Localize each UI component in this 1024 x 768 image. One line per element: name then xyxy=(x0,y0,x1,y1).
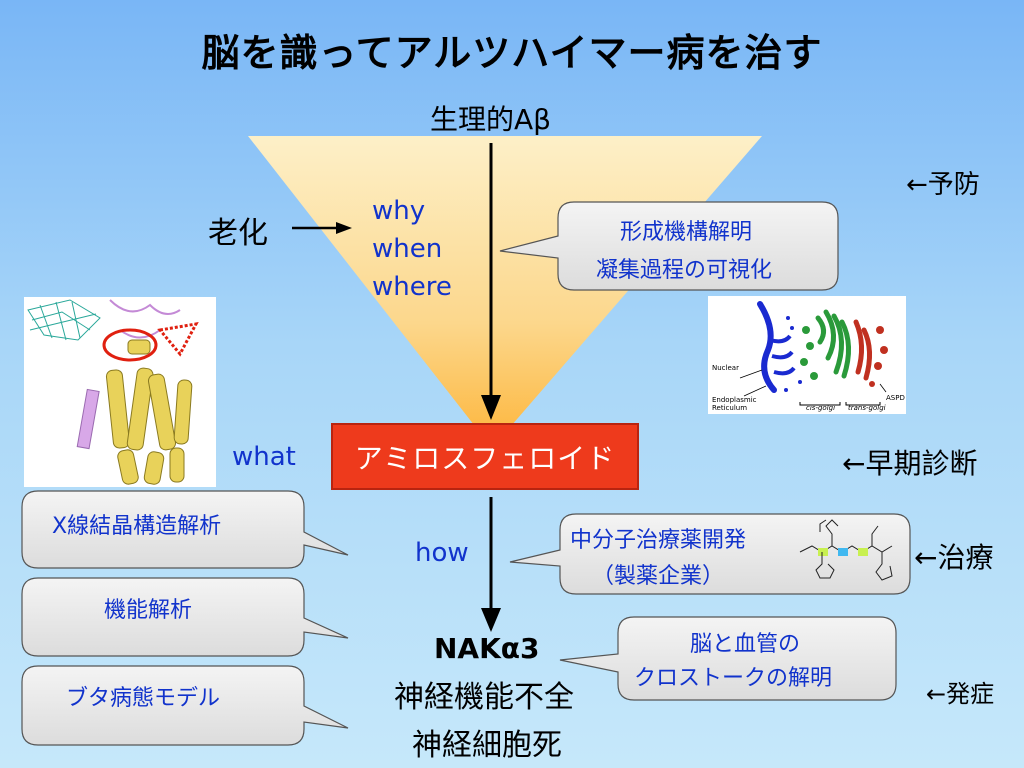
how-label: how xyxy=(415,538,469,568)
cell-label-aspd: ASPD xyxy=(886,394,905,402)
question-why: why xyxy=(372,196,426,226)
callout-pig-shape xyxy=(21,665,349,746)
aging-label: 老化 xyxy=(208,216,268,251)
callout-function-shape xyxy=(21,577,349,657)
cell-label-er: Endoplasmic Reticulum xyxy=(712,396,757,412)
callout-xray-text: X線結晶構造解析 xyxy=(52,514,222,539)
aging-arrow-head xyxy=(336,222,352,234)
callout-xray-shape xyxy=(21,490,349,569)
arrow-top-head xyxy=(481,395,501,420)
cell-label-trans-golgi: trans-golgi xyxy=(848,404,886,412)
callout-mechanism-line2: 凝集過程の可視化 xyxy=(596,258,773,283)
page-title: 脳を識ってアルツハイマー病を治す xyxy=(201,31,823,75)
callout-mechanism-line1: 形成機構解明 xyxy=(620,220,753,245)
callout-crosstalk-line2: クロストークの解明 xyxy=(634,666,833,691)
callout-crosstalk-line1: 脳と血管の xyxy=(690,632,801,657)
callout-crosstalk-shape xyxy=(559,616,897,701)
nak-alpha3-label: NAKα3 xyxy=(434,632,540,665)
callout-function-text: 機能解析 xyxy=(104,598,193,623)
callout-drug-line1: 中分子治療薬開発 xyxy=(570,528,747,553)
prevention-label: ←予防 xyxy=(906,170,980,200)
callout-drug-shape xyxy=(509,513,911,595)
question-when: when xyxy=(372,234,443,264)
neuronal-death-label: 神経細胞死 xyxy=(412,728,562,763)
funnel-triangle xyxy=(248,136,762,448)
cell-label-nuclear: Nuclear xyxy=(712,364,739,372)
callout-mechanism-shape xyxy=(499,201,839,291)
arrow-bottom-head xyxy=(481,608,501,632)
cell-label-cis-golgi: cis-golgi xyxy=(806,404,836,412)
amylospheroid-box: アミロスフェロイド xyxy=(331,423,639,490)
question-where: where xyxy=(372,272,452,302)
onset-label: ←発症 xyxy=(926,680,995,708)
early-diagnosis-label: ←早期診断 xyxy=(842,447,978,480)
cell-diagram-image xyxy=(708,296,906,414)
peptide-structure-icon xyxy=(799,519,893,581)
treatment-label: ←治療 xyxy=(914,541,994,574)
physiological-abeta-label: 生理的Aβ xyxy=(430,103,552,136)
callout-drug-line2: （製薬企業） xyxy=(592,564,725,589)
callout-pig-text: ブタ病態モデル xyxy=(66,686,221,711)
neuronal-dysfunction-label: 神経機能不全 xyxy=(394,680,574,715)
what-label: what xyxy=(232,442,296,472)
protein-structure-image xyxy=(24,297,216,487)
